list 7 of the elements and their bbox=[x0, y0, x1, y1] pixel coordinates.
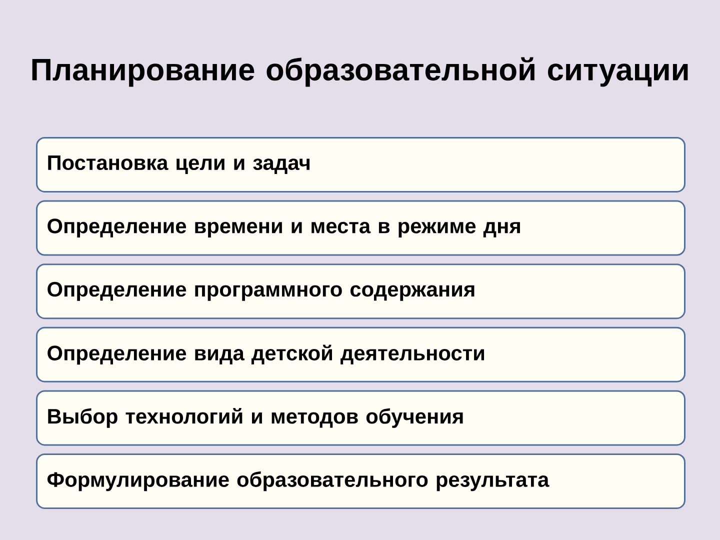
step-box: Выбор технологий и методов обучения bbox=[36, 390, 686, 446]
step-box: Формулирование образовательного результата bbox=[36, 454, 686, 509]
step-box: Определение программного содержания bbox=[36, 264, 686, 320]
title: Планирование образовательной ситуации bbox=[32, 57, 688, 87]
step-box: Определение вида детской деятельности bbox=[36, 326, 686, 382]
step-box: Постановка цели и задач bbox=[36, 137, 686, 192]
step-box: Определение времени и места в режиме дня bbox=[36, 200, 686, 256]
